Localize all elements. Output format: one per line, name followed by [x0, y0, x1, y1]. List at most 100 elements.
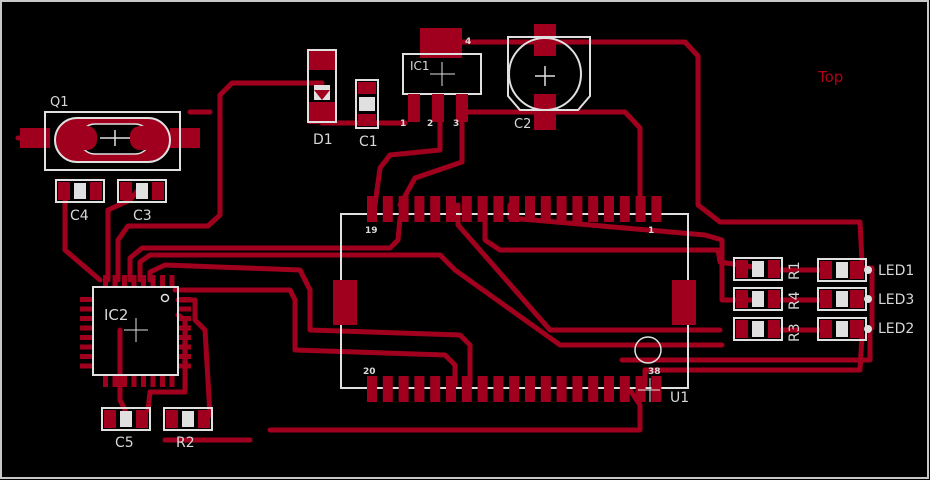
led1: LED1 [817, 258, 914, 282]
ic1-pin4: 4 [465, 37, 471, 47]
ic2-pad [178, 316, 191, 321]
c1-capacitor: C1 [355, 79, 379, 150]
ic2-pad [160, 375, 165, 387]
u1-module: 19 1 20 38 U1 [333, 196, 696, 406]
c1-label: C1 [359, 134, 378, 150]
u1-label: U1 [670, 390, 689, 406]
ic2-pad [112, 275, 118, 287]
ic2-pad [178, 335, 191, 340]
u1-top-pad [477, 196, 488, 222]
u1-bottom-pad [651, 376, 662, 402]
u1-top-pad [619, 196, 630, 222]
u1-bottom-pad [572, 376, 583, 402]
ic2-pad [103, 375, 108, 387]
u1-bottom-pad [382, 376, 393, 402]
ic2-pad [103, 275, 108, 287]
ic2-pad [131, 375, 137, 387]
r2-resistor: R2 [163, 407, 213, 451]
u1-top-pad [651, 196, 662, 222]
u1-top-pad [398, 196, 409, 222]
u1-bottom-pad [604, 376, 614, 402]
ic1-pin3: 3 [453, 119, 459, 129]
ic2-pad [80, 297, 93, 302]
c4-capacitor: C4 [55, 179, 105, 224]
ic2-pad [80, 306, 93, 312]
ic2-pad [178, 297, 191, 302]
c2-label: C2 [514, 117, 531, 132]
u1-top-pad [382, 196, 393, 222]
u1-bottom-pad [540, 376, 551, 402]
u1-pin19: 19 [365, 226, 378, 236]
u1-top-pad [540, 196, 551, 222]
ic2-pad [150, 275, 156, 287]
u1-top-pad [588, 196, 599, 222]
r1-label: R1 [787, 261, 803, 280]
c5-label: C5 [115, 435, 134, 451]
u1-bottom-pad [493, 376, 504, 402]
r4-resistor: R4 [733, 287, 803, 311]
ic2-pad [122, 375, 127, 387]
u1-pin38: 38 [648, 367, 661, 377]
u1-bottom-pad [446, 376, 456, 402]
r3-label: R3 [787, 323, 803, 342]
ic1-pin1: 1 [400, 119, 406, 129]
u1-bottom-pad [414, 376, 425, 402]
u1-top-pad [493, 196, 504, 222]
ic2-pad [169, 375, 175, 387]
u1-top-pad [635, 196, 646, 222]
u1-top-pad [556, 196, 567, 222]
r4-label: R4 [787, 291, 803, 310]
ic2-pad [178, 344, 191, 350]
r3-resistor: R3 [733, 317, 803, 342]
ic2-pad [80, 344, 93, 350]
ic2-microcontroller: IC2 [80, 275, 191, 387]
u1-pin1: 1 [648, 226, 654, 236]
ic2-pad [160, 275, 165, 287]
ic2-pad [178, 306, 191, 312]
c5-capacitor: C5 [101, 407, 151, 451]
led3: LED3 [817, 287, 914, 311]
copper-traces [15, 39, 875, 443]
ic2-pad [131, 275, 137, 287]
ic2-pad [178, 354, 191, 359]
u1-top-pad [525, 196, 535, 222]
u1-bottom-pad [430, 376, 441, 402]
led2-label: LED2 [878, 321, 914, 337]
ic2-pad [80, 325, 93, 331]
d1-diode: D1 [307, 49, 337, 148]
u1-top-pad [572, 196, 583, 222]
u1-pin20: 20 [363, 367, 376, 377]
r2-label: R2 [176, 435, 195, 451]
ic1-label: IC1 [410, 59, 430, 73]
q1-crystal: Q1 [20, 95, 200, 171]
c3-label: C3 [133, 208, 152, 224]
u1-top-pad [367, 196, 377, 222]
u1-top-pad [604, 196, 614, 222]
u1-bottom-pad [556, 376, 567, 402]
d1-label: D1 [313, 132, 333, 148]
c2-capacitor: C2 [507, 24, 591, 132]
u1-bottom-pad [509, 376, 520, 402]
u1-bottom-pad [461, 376, 472, 402]
led2: LED2 [817, 317, 914, 341]
layer-label: Top [817, 68, 843, 86]
u1-bottom-pad [619, 376, 630, 402]
ic2-pad [150, 375, 156, 387]
u1-bottom-pad [398, 376, 409, 402]
ic2-pad [178, 325, 191, 331]
ic2-pad [80, 354, 93, 359]
ic2-pad [178, 363, 191, 369]
ic2-pad [80, 335, 93, 340]
ic2-pad [122, 275, 127, 287]
u1-bottom-pad [588, 376, 599, 402]
c4-label: C4 [70, 208, 89, 224]
ic2-pad [141, 275, 146, 287]
q1-label: Q1 [50, 95, 69, 110]
u1-top-pad [446, 196, 456, 222]
u1-top-pad [461, 196, 472, 222]
c3-capacitor: C3 [117, 179, 167, 224]
ic2-pad [141, 375, 146, 387]
ic2-pad [80, 363, 93, 369]
